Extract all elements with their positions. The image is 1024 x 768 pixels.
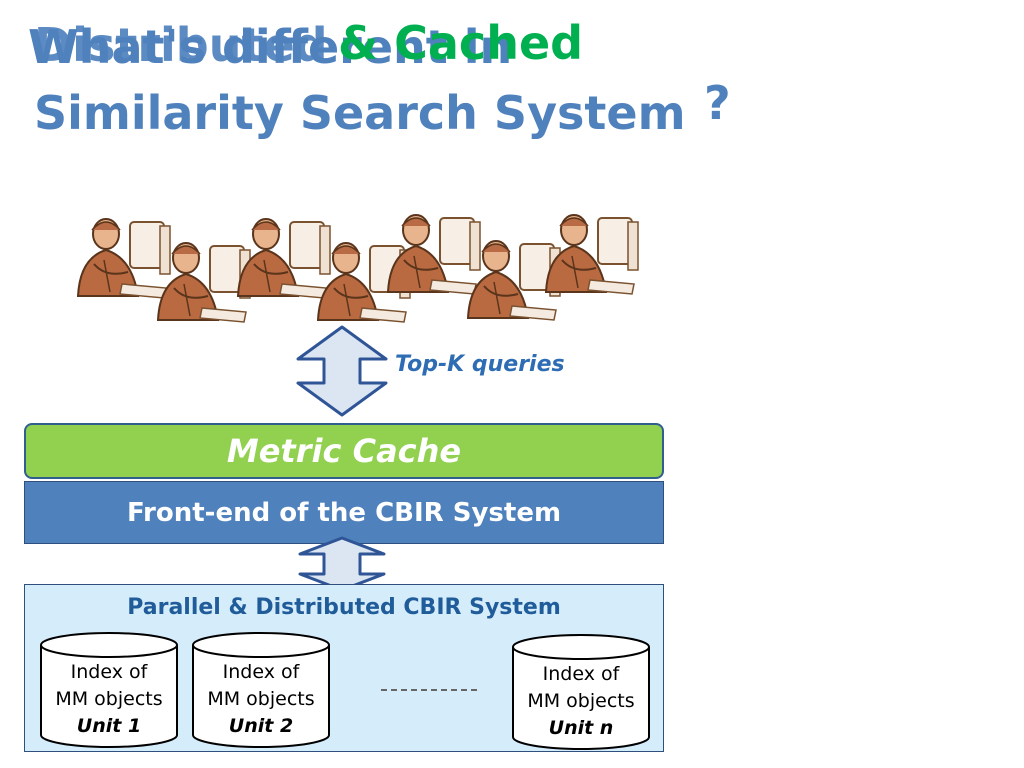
unit-line1: Index of xyxy=(542,663,620,685)
unit-line2: MM objects xyxy=(527,690,635,712)
unit-line2: MM objects xyxy=(55,688,163,710)
parallel-distributed-system-box: Parallel & Distributed CBIR System Index… xyxy=(24,584,664,752)
parallel-system-label: Parallel & Distributed CBIR System xyxy=(127,595,561,620)
metric-cache-label: Metric Cache xyxy=(226,432,462,470)
ellipsis-divider xyxy=(381,689,477,691)
double-arrow-icon xyxy=(296,325,388,417)
database-cylinder-icon xyxy=(40,632,178,748)
database-cylinder-icon xyxy=(192,632,330,748)
index-unit: Index of MM objects Unit 1 xyxy=(39,631,179,749)
title-overlay-b: Distributed xyxy=(34,18,328,72)
title-question-mark: ? xyxy=(704,76,731,130)
title-line-2: Similarity Search System xyxy=(34,86,686,140)
title-overlay-cached: & Cached xyxy=(338,16,584,70)
unit-line2: MM objects xyxy=(207,688,315,710)
unit-line1: Index of xyxy=(222,661,300,683)
index-unit: Index of MM objects Unit n xyxy=(511,633,651,751)
unit-name: Unit n xyxy=(548,717,614,739)
frontend-box: Front-end of the CBIR System xyxy=(24,481,664,544)
topk-queries-label: Top-K queries xyxy=(395,352,565,377)
unit-line1: Index of xyxy=(70,661,148,683)
metric-cache-box: Metric Cache xyxy=(24,423,664,479)
database-cylinder-icon xyxy=(512,634,650,750)
frontend-label: Front-end of the CBIR System xyxy=(126,497,562,528)
unit-name: Unit 1 xyxy=(76,715,142,737)
unit-name: Unit 2 xyxy=(228,715,294,737)
users-at-computers-icon xyxy=(77,214,639,323)
index-unit: Index of MM objects Unit 2 xyxy=(191,631,331,749)
title-overlay-a: What's different in xyxy=(28,20,513,74)
